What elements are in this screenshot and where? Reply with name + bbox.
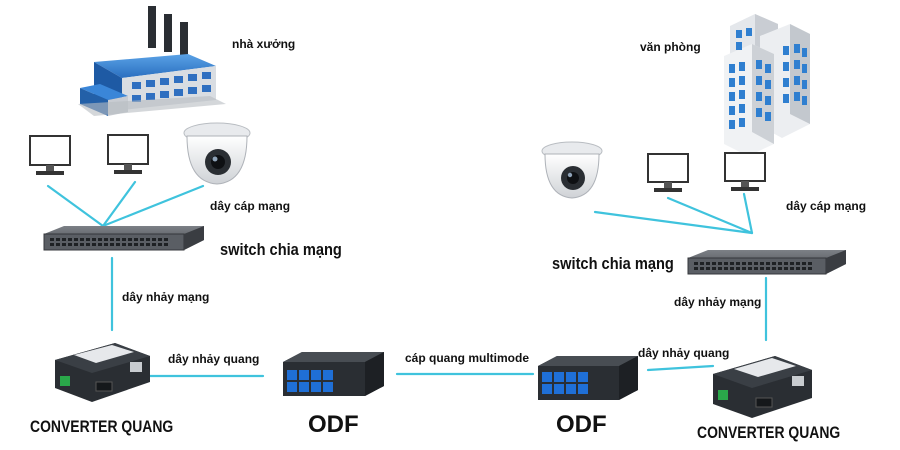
label-converter-left: CONVERTER QUANG [30,417,174,436]
label-odf-right: ODF [556,411,607,438]
label-patch-fiber-left: dây nhảy quang [168,352,260,366]
dome-camera-icon [183,122,251,185]
odf-box-icon [538,356,638,400]
label-patch-fiber-right: dây nhảy quang [638,346,730,360]
label-converter-right: CONVERTER QUANG [697,423,841,442]
media-converter-icon [55,343,150,402]
label-network-cable-left: dây cáp mạng [210,199,291,213]
monitor-icon [107,134,149,174]
monitor-icon [647,153,689,192]
label-network-cable-right: dây cáp mạng [786,199,867,213]
monitor-icon [29,135,71,175]
label-office: văn phòng [640,40,701,54]
link-odf-converter-right [646,364,715,372]
link-monitor2-switch [101,180,137,228]
label-factory: nhà xưởng [232,37,296,51]
network-switch-icon [43,226,204,251]
link-monitor3-switch [666,196,754,235]
dome-camera-icon [541,141,603,199]
link-monitor4-switch [742,192,754,235]
link-monitor1-switch [46,184,105,228]
network-switch-icon [687,250,846,275]
odf-box-icon [283,352,384,396]
factory-icon [78,6,226,116]
link-camera-switch [101,184,205,228]
link-camera-switch-right [593,210,754,235]
media-converter-icon [713,356,812,418]
monitor-icon [724,152,766,191]
label-odf-left: ODF [308,411,359,438]
label-switch-right: switch chia mạng [552,254,674,273]
office-building-icon [724,14,810,156]
label-patch-network-left: dây nhảy mạng [122,290,210,304]
label-multimode-fiber: cáp quang multimode [405,351,530,365]
label-switch-left: switch chia mạng [220,240,342,259]
connection-lines [46,180,768,378]
label-patch-network-right: dây nhảy mạng [674,295,762,309]
